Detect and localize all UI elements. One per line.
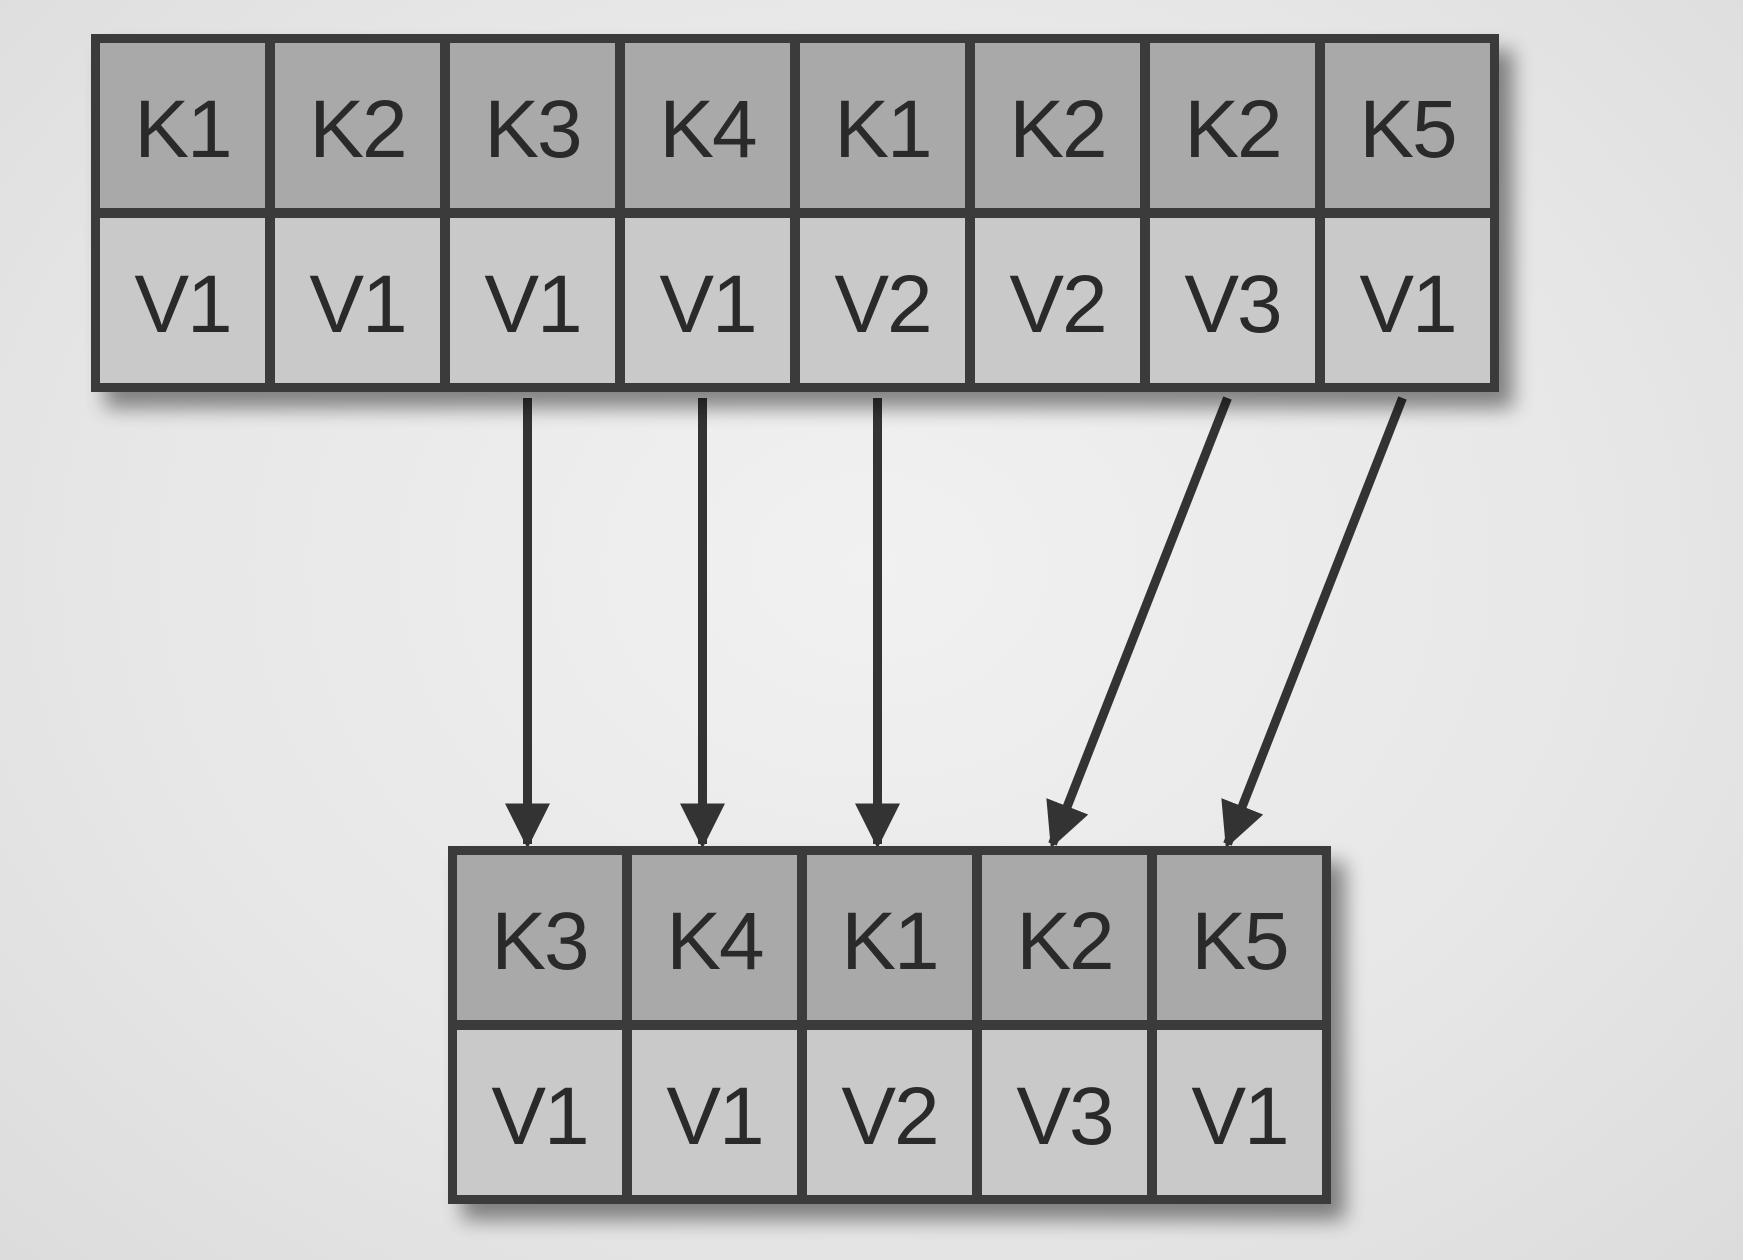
bottom-table-key-label: K4 xyxy=(666,896,763,987)
bottom-table-value-label: V2 xyxy=(841,1071,937,1162)
bottom-table-border xyxy=(448,846,1331,1204)
bottom-table-key-cell xyxy=(980,853,1149,1022)
top-table-key-cell xyxy=(798,41,967,210)
top-table-value-label: V1 xyxy=(1359,259,1455,350)
top-table-key-cell xyxy=(273,41,442,210)
top-table-value-cell xyxy=(973,216,1142,385)
top-table-value-label: V3 xyxy=(1184,259,1280,350)
top-table-value-label: V1 xyxy=(309,259,405,350)
top-table-key-label: K2 xyxy=(1009,84,1105,175)
bottom-table-key-label: K2 xyxy=(1016,896,1112,987)
top-table-border xyxy=(91,34,1499,392)
top-table-key-label: K4 xyxy=(659,84,756,175)
bottom-table-value-label: V1 xyxy=(1191,1071,1287,1162)
top-table-key-label: K2 xyxy=(1184,84,1280,175)
bottom-table-key-label: K3 xyxy=(491,896,587,987)
bottom-table-key-label: K1 xyxy=(841,896,937,987)
top-table-value-label: V1 xyxy=(484,259,580,350)
bottom-table-value-label: V1 xyxy=(491,1071,587,1162)
top-table-value-label: V1 xyxy=(659,259,755,350)
bottom-table-value-label: V1 xyxy=(666,1071,762,1162)
bottom-table-key-label: K5 xyxy=(1191,896,1287,987)
top-table-value-cell xyxy=(1148,216,1317,385)
arrows-layer xyxy=(505,396,1407,849)
top-table-key-label: K1 xyxy=(834,84,930,175)
top-table-value-cell xyxy=(448,216,617,385)
top-table-key-cell xyxy=(98,41,267,210)
mapping-arrow xyxy=(1046,396,1232,849)
top-table-value-label: V2 xyxy=(1009,259,1105,350)
bottom-table-key-cell xyxy=(805,853,974,1022)
bottom-table-value-cell xyxy=(630,1028,799,1197)
top-table-value-label: V2 xyxy=(834,259,930,350)
mapping-arrow xyxy=(1221,396,1407,849)
top-table-key-label: K1 xyxy=(134,84,230,175)
bottom-table-value-cell xyxy=(980,1028,1149,1197)
top-table-value-cell xyxy=(273,216,442,385)
top-table-key-label: K5 xyxy=(1359,84,1455,175)
top-table-value-cell xyxy=(798,216,967,385)
top-table-key-cell xyxy=(1323,41,1492,210)
top-table-key-label: K2 xyxy=(309,84,405,175)
top-table-key-cell xyxy=(973,41,1142,210)
top-table-value-cell xyxy=(623,216,792,385)
top-table-value-label: V1 xyxy=(134,259,230,350)
bottom-table-value-label: V3 xyxy=(1016,1071,1112,1162)
top-table-key-cell xyxy=(448,41,617,210)
bottom-table-value-cell xyxy=(1155,1028,1324,1197)
bottom-table-value-cell xyxy=(805,1028,974,1197)
top-table-key-label: K3 xyxy=(484,84,580,175)
bottom-table-key-cell xyxy=(630,853,799,1022)
top-table-key-cell xyxy=(1148,41,1317,210)
